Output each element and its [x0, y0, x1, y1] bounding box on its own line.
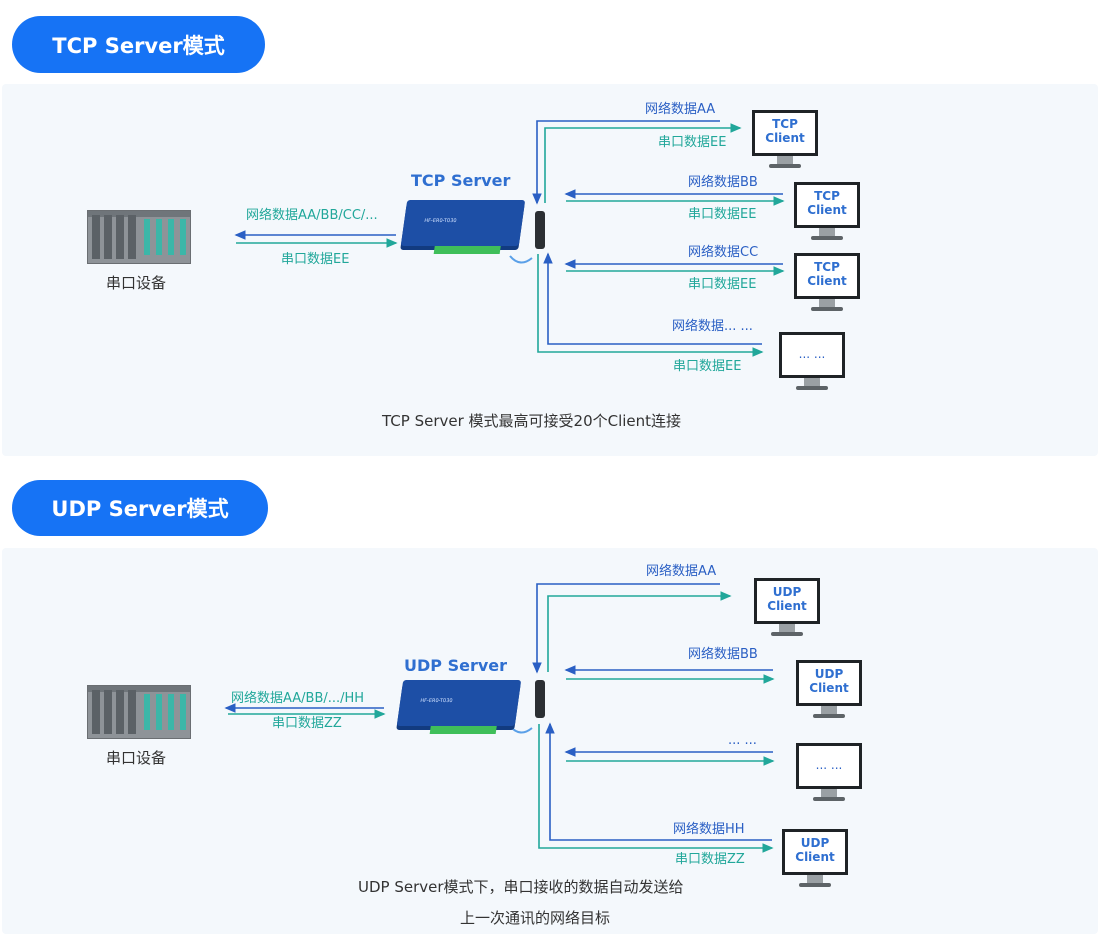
tcp-c4-net-arrow — [543, 252, 762, 345]
udp-c1-serial-arrow — [547, 591, 732, 672]
udp-serial-device-icon — [87, 685, 191, 739]
tcp-panel — [2, 84, 1098, 456]
tcp-caption: TCP Server 模式最高可接受20个Client连接 — [382, 412, 682, 430]
tcp-c4-net-label: 网络数据... ... — [672, 319, 753, 334]
tcp-c4-serial-label: 串口数据EE — [673, 359, 742, 374]
udp-left-net-label: 网络数据AA/BB/.../HH — [231, 691, 365, 706]
tcp-serial-device-icon — [87, 210, 191, 264]
tcp-c1-net-label: 网络数据AA — [645, 102, 716, 117]
tcp-c2-serial-label: 串口数据EE — [688, 207, 757, 222]
udp-c4-serial-arrow — [538, 724, 774, 853]
tcp-link-curve — [509, 255, 533, 264]
udp-caption-line1: UDP Server模式下，串口接收的数据自动发送给 — [358, 878, 684, 896]
tcp-device-title: TCP Server — [411, 171, 511, 190]
tcp-serial-device-label: 串口设备 — [106, 274, 167, 292]
udp-client-monitor-icon: ... ... — [796, 743, 862, 801]
udp-c1-net-arrow — [532, 583, 720, 674]
udp-c3-net-label: ... ... — [728, 733, 757, 748]
tcp-c1-net-arrow — [532, 120, 720, 205]
udp-server-device-icon: HF-ER0-T030 — [396, 680, 522, 734]
tcp-c4-serial-arrow — [537, 254, 764, 357]
tcp-c1-serial-label: 串口数据EE — [658, 135, 727, 150]
tcp-client-monitor-icon: ... ... — [779, 332, 845, 390]
udp-device-title: UDP Server — [404, 656, 508, 675]
udp-heading: UDP Server模式 — [12, 480, 268, 536]
tcp-left-net-label: 网络数据AA/BB/CC/... — [246, 208, 378, 223]
tcp-server-device-icon: HF-ER0-T030 — [400, 200, 526, 254]
udp-left-serial-label: 串口数据ZZ — [272, 716, 342, 731]
udp-serial-device-label: 串口设备 — [106, 749, 167, 767]
tcp-c3-serial-label: 串口数据EE — [688, 277, 757, 292]
udp-c4-net-arrow — [545, 722, 772, 841]
tcp-heading: TCP Server模式 — [12, 16, 265, 73]
tcp-c1-serial-arrow — [544, 123, 742, 203]
udp-c4-net-label: 网络数据HH — [673, 822, 745, 837]
udp-c4-serial-label: 串口数据ZZ — [675, 852, 745, 867]
udp-network-plug-icon — [535, 680, 545, 718]
tcp-c2-net-label: 网络数据BB — [688, 175, 758, 190]
tcp-left-serial-label: 串口数据EE — [281, 252, 350, 267]
udp-c1-net-label: 网络数据AA — [646, 564, 717, 579]
tcp-network-plug-icon — [535, 211, 545, 249]
tcp-c3-net-label: 网络数据CC — [688, 245, 759, 260]
udp-caption-line2: 上一次通讯的网络目标 — [460, 909, 611, 927]
udp-link-curve — [509, 725, 533, 734]
udp-c2-net-label: 网络数据BB — [688, 647, 758, 662]
